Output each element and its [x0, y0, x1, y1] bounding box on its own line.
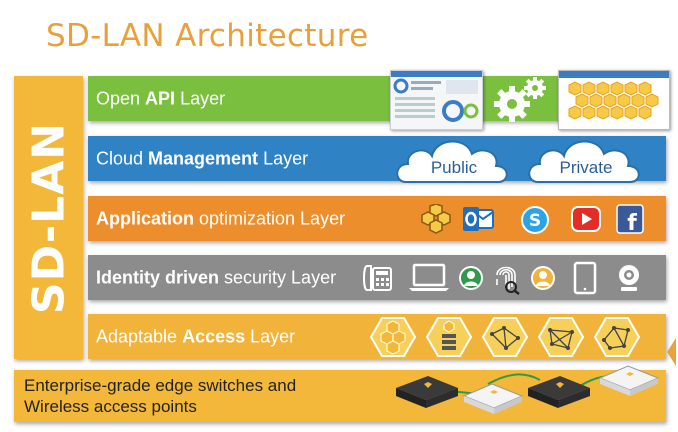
- private-cloud-icon: Private: [524, 130, 644, 190]
- hex-cluster-icon: [369, 316, 417, 358]
- public-cloud-icon: Public: [392, 130, 514, 190]
- youtube-icon: [571, 205, 601, 233]
- access-point-icon: [462, 380, 524, 420]
- camera-icon: [615, 263, 643, 293]
- application-optimization-layer: Application optimization Layer: [88, 196, 666, 241]
- facebook-icon: f: [616, 204, 644, 236]
- sidebar-label: SD-LAN: [23, 121, 74, 314]
- fingerprint-icon: [493, 261, 521, 295]
- hardware-label-line2: Wireless access points: [24, 397, 197, 416]
- laptop-icon: [408, 263, 450, 293]
- tablet-icon: [573, 261, 597, 295]
- hive-icon: [420, 203, 452, 234]
- layer-label-open-api: Open API Layer: [96, 88, 226, 108]
- svg-text:f: f: [627, 211, 637, 234]
- hardware-label-line1: Enterprise-grade edge switches and: [24, 376, 297, 395]
- sd-lan-sidebar: SD-LAN: [14, 76, 83, 359]
- identity-security-layer: Identity driven security Layer: [88, 255, 666, 300]
- hex-network-icon: [481, 316, 529, 358]
- user-badge-icon: [458, 265, 484, 291]
- layer-label-cloud-management: Cloud Management Layer: [96, 148, 309, 168]
- private-cloud-label: Private: [560, 158, 613, 177]
- hex-stack-icon: [425, 316, 473, 358]
- gears-icon: [490, 74, 552, 124]
- public-cloud-label: Public: [431, 158, 478, 177]
- outlook-icon: [462, 205, 494, 233]
- hex-mesh-icon: [537, 316, 585, 358]
- page-title: SD-LAN Architecture: [46, 18, 369, 54]
- dashboard-screenshot-icon: [390, 70, 483, 130]
- switch-icon: [394, 370, 460, 414]
- layer-label-access: Adaptable Access Layer: [96, 326, 296, 346]
- access-point-icon: [598, 362, 660, 402]
- svg-text:S: S: [529, 211, 541, 231]
- hex-graph-icon: [593, 316, 641, 358]
- right-edge-arrow-icon: [667, 338, 676, 366]
- switch-icon: [526, 370, 592, 414]
- hex-grid-screenshot-icon: [558, 70, 670, 130]
- hardware-label: Enterprise-grade edge switches and Wirel…: [24, 375, 296, 417]
- user-circle-icon: [530, 265, 556, 291]
- skype-icon: S: [520, 205, 550, 235]
- layer-label-application: Application optimization Layer: [96, 208, 346, 228]
- layer-label-identity: Identity driven security Layer: [96, 267, 337, 287]
- phone-icon: [363, 262, 393, 294]
